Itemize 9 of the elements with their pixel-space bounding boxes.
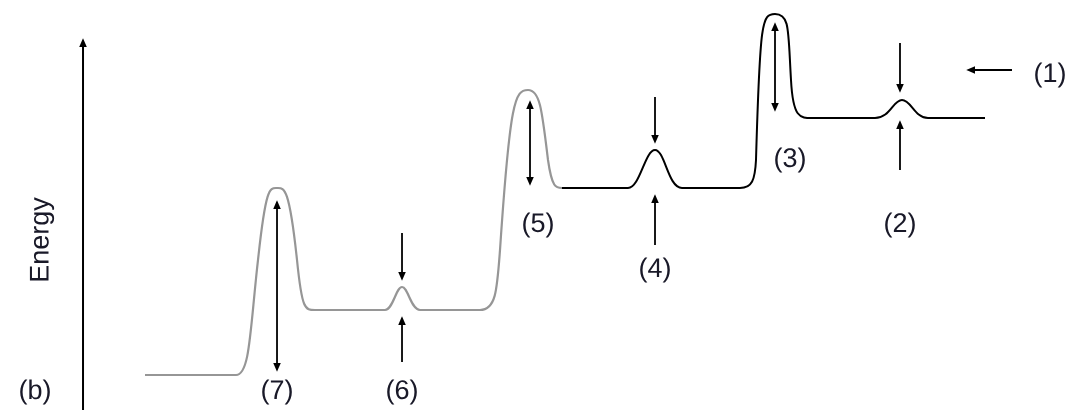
callout-number: (6)	[387, 379, 417, 405]
callout-number: (3)	[775, 147, 805, 173]
panel-label: (b)	[20, 379, 50, 405]
callout-number: (4)	[640, 257, 670, 283]
callout-number: (7)	[262, 379, 292, 405]
callout-number: (5)	[523, 212, 553, 238]
axis-label: Energy	[29, 197, 55, 281]
callout-number: (2)	[885, 212, 915, 238]
callout-number: (1)	[1035, 62, 1065, 88]
